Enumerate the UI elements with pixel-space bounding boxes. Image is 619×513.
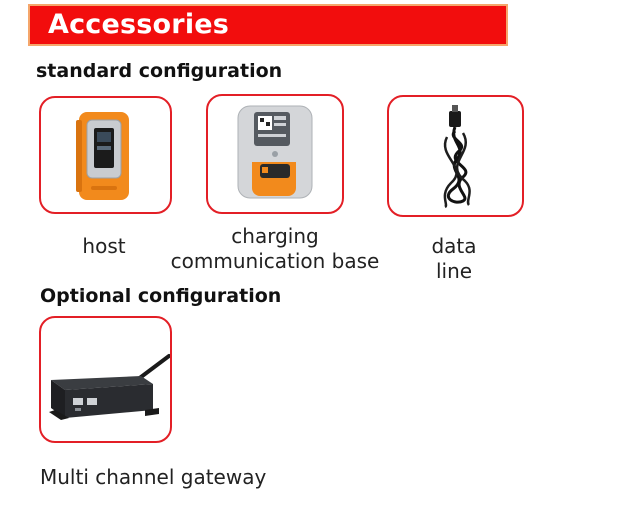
charging-base-label-line1: charging [231, 224, 319, 248]
gateway-tile [39, 316, 172, 443]
banner-title: Accessories [48, 9, 230, 40]
charging-base-tile [206, 94, 344, 214]
host-caption: host [56, 234, 152, 259]
data-line-label-line1: data [431, 234, 477, 258]
data-line-caption: data line [404, 234, 504, 284]
charging-base-icon [237, 105, 313, 199]
gateway-label: Multi channel gateway [40, 465, 267, 489]
charging-base-caption: charging communication base [160, 224, 390, 274]
charging-base-label-line2: communication base [170, 249, 380, 273]
data-cable-icon [443, 105, 471, 209]
host-label: host [82, 234, 126, 258]
data-line-tile [387, 95, 524, 217]
optional-configuration-heading: Optional configuration [40, 285, 282, 307]
gateway-caption: Multi channel gateway [40, 465, 280, 490]
accessories-banner: Accessories [28, 4, 508, 46]
gateway-icon [49, 354, 170, 420]
host-tile [39, 96, 172, 214]
host-device-icon [76, 112, 129, 200]
standard-configuration-heading: standard configuration [36, 60, 283, 82]
data-line-label-line2: line [435, 259, 473, 283]
